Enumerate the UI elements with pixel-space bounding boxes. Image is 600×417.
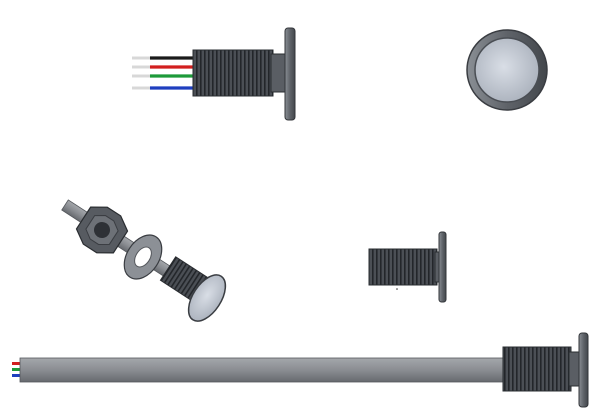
side-view-with-wires (132, 27, 296, 121)
exploded-assembly-view (61, 199, 227, 322)
wire-leads (132, 56, 195, 90)
bare-bezel-flange (438, 231, 447, 303)
bare-body-view (368, 231, 447, 303)
flat-washer (123, 234, 163, 280)
center-mark (396, 288, 398, 290)
front-face-view (466, 29, 548, 111)
long-threaded-body (502, 346, 572, 392)
long-cable-assembly-view (12, 332, 589, 408)
hex-nut (75, 206, 129, 254)
bezel-flange (284, 27, 296, 121)
button-face (474, 37, 540, 103)
long-cable (19, 357, 511, 383)
button-head-angled (187, 274, 227, 322)
bare-threaded-body (368, 248, 438, 286)
cable-end-wires (12, 362, 20, 377)
long-bezel-flange (578, 332, 589, 408)
threaded-body (192, 49, 274, 97)
